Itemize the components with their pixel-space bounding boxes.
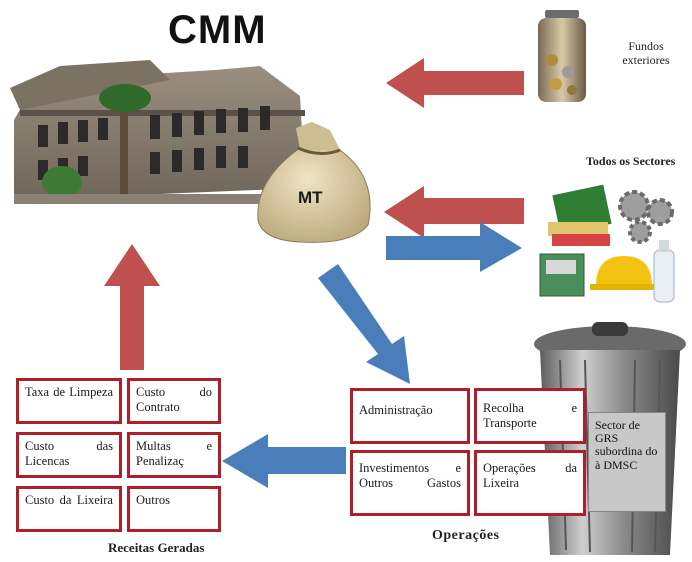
arrow-cmm-to-sectors — [386, 222, 522, 272]
arrow-receitas-to-cmm — [104, 244, 160, 370]
arrow-operacoes-to-receitas — [222, 434, 346, 488]
box-outros: Outros — [127, 486, 221, 532]
receitas-geradas-caption: Receitas Geradas — [108, 540, 205, 555]
box-recolha-e-transporte: Recolha e Transporte — [474, 388, 586, 444]
arrow-cmm-to-operacoes — [318, 264, 410, 384]
page-title: CMM — [168, 8, 267, 52]
operacoes-caption: Operações — [432, 528, 500, 543]
box-administracao: Administração — [350, 388, 470, 444]
city-hall-building-image — [10, 60, 314, 204]
arrow-fundos-to-cmm — [386, 58, 524, 108]
coin-jar-image — [538, 10, 586, 102]
box-taxa-de-limpeza: Taxa de Limpeza — [16, 378, 122, 424]
box-multas-e-penalizac: Multas e Penalizaç — [127, 432, 221, 478]
fundos-exteriores-label: Fundos exteriores — [622, 39, 670, 67]
box-custo-do-contrato: Custo do Contrato — [127, 378, 221, 424]
money-bag-label: MT — [298, 188, 323, 207]
box-operacoes-da-lixeira: Operações da Lixeira — [474, 450, 586, 516]
sectors-items-image — [539, 184, 675, 303]
box-custo-das-licencas: Custo das Licencas — [16, 432, 122, 478]
box-investimentos-e-outros-gastos: Investimentos e Outros Gastos — [350, 450, 470, 516]
money-bag-image — [257, 122, 371, 243]
todos-os-sectores-label: Todos os Sectores — [586, 154, 676, 168]
arrow-sectors-to-cmm — [384, 186, 524, 238]
sector-grs-note: Sector de GRS subordina do à DMSC — [588, 412, 666, 512]
box-custo-da-lixeira: Custo da Lixeira — [16, 486, 122, 532]
